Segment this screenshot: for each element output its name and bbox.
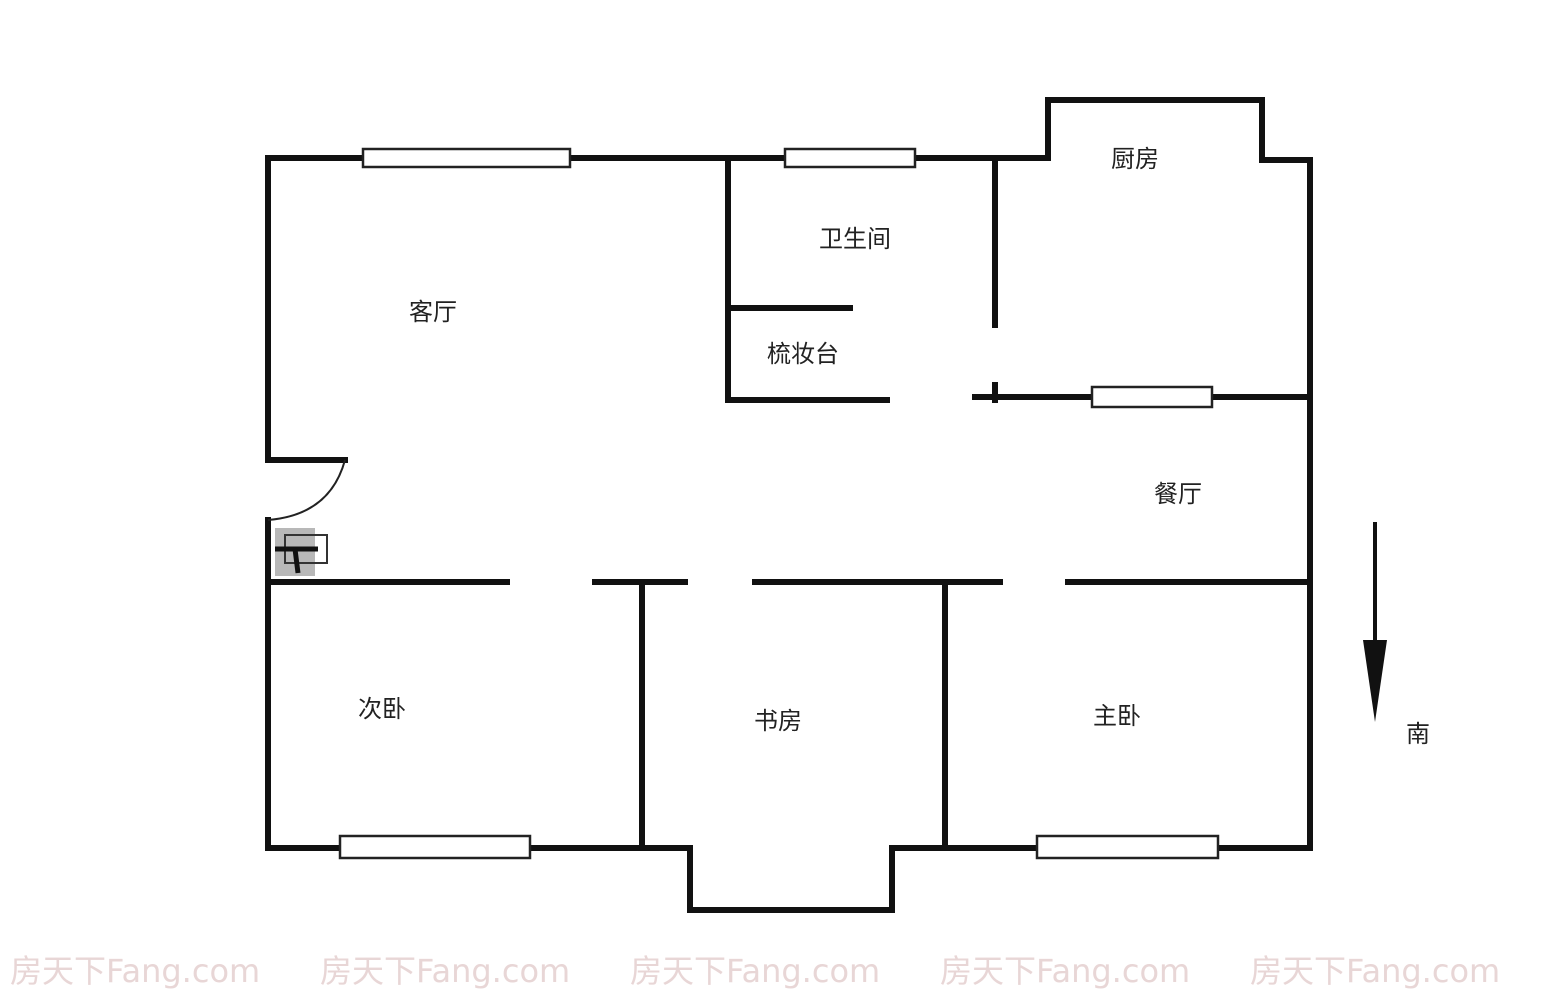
window-bathroom [783,147,917,169]
room-label-dining-room: 餐厅 [1154,480,1202,508]
entry-door-swing[interactable] [267,459,346,521]
room-label-second-bedroom: 次卧 [358,695,406,723]
windows [338,147,1220,860]
watermark-text: 房天下Fang.com [940,952,1190,990]
compass-south-arrow-icon [1363,522,1387,722]
watermark-text: 房天下Fang.com [1250,952,1500,990]
window-dining [1090,385,1214,409]
room-label-study: 书房 [754,707,802,735]
window-master-bedroom [1035,834,1220,860]
window-living-room [361,147,572,169]
room-label-kitchen: 厨房 [1111,145,1159,173]
watermark-layer: 房天下Fang.com 房天下Fang.com 房天下Fang.com 房天下Fang… [10,952,1500,990]
room-label-bathroom: 卫生间 [819,225,891,253]
room-label-dresser: 梳妆台 [767,340,839,368]
watermark-text: 房天下Fang.com [320,952,570,990]
room-label-master-bedroom: 主卧 [1093,702,1141,730]
room-label-living-room: 客厅 [409,298,457,326]
stair-icon [275,528,328,576]
window-second-bedroom [338,834,532,860]
compass-label: 南 [1406,720,1430,748]
walls [265,97,1313,913]
watermark-text: 房天下Fang.com [10,952,260,990]
watermark-text: 房天下Fang.com [630,952,880,990]
outer-wall [265,97,1313,913]
